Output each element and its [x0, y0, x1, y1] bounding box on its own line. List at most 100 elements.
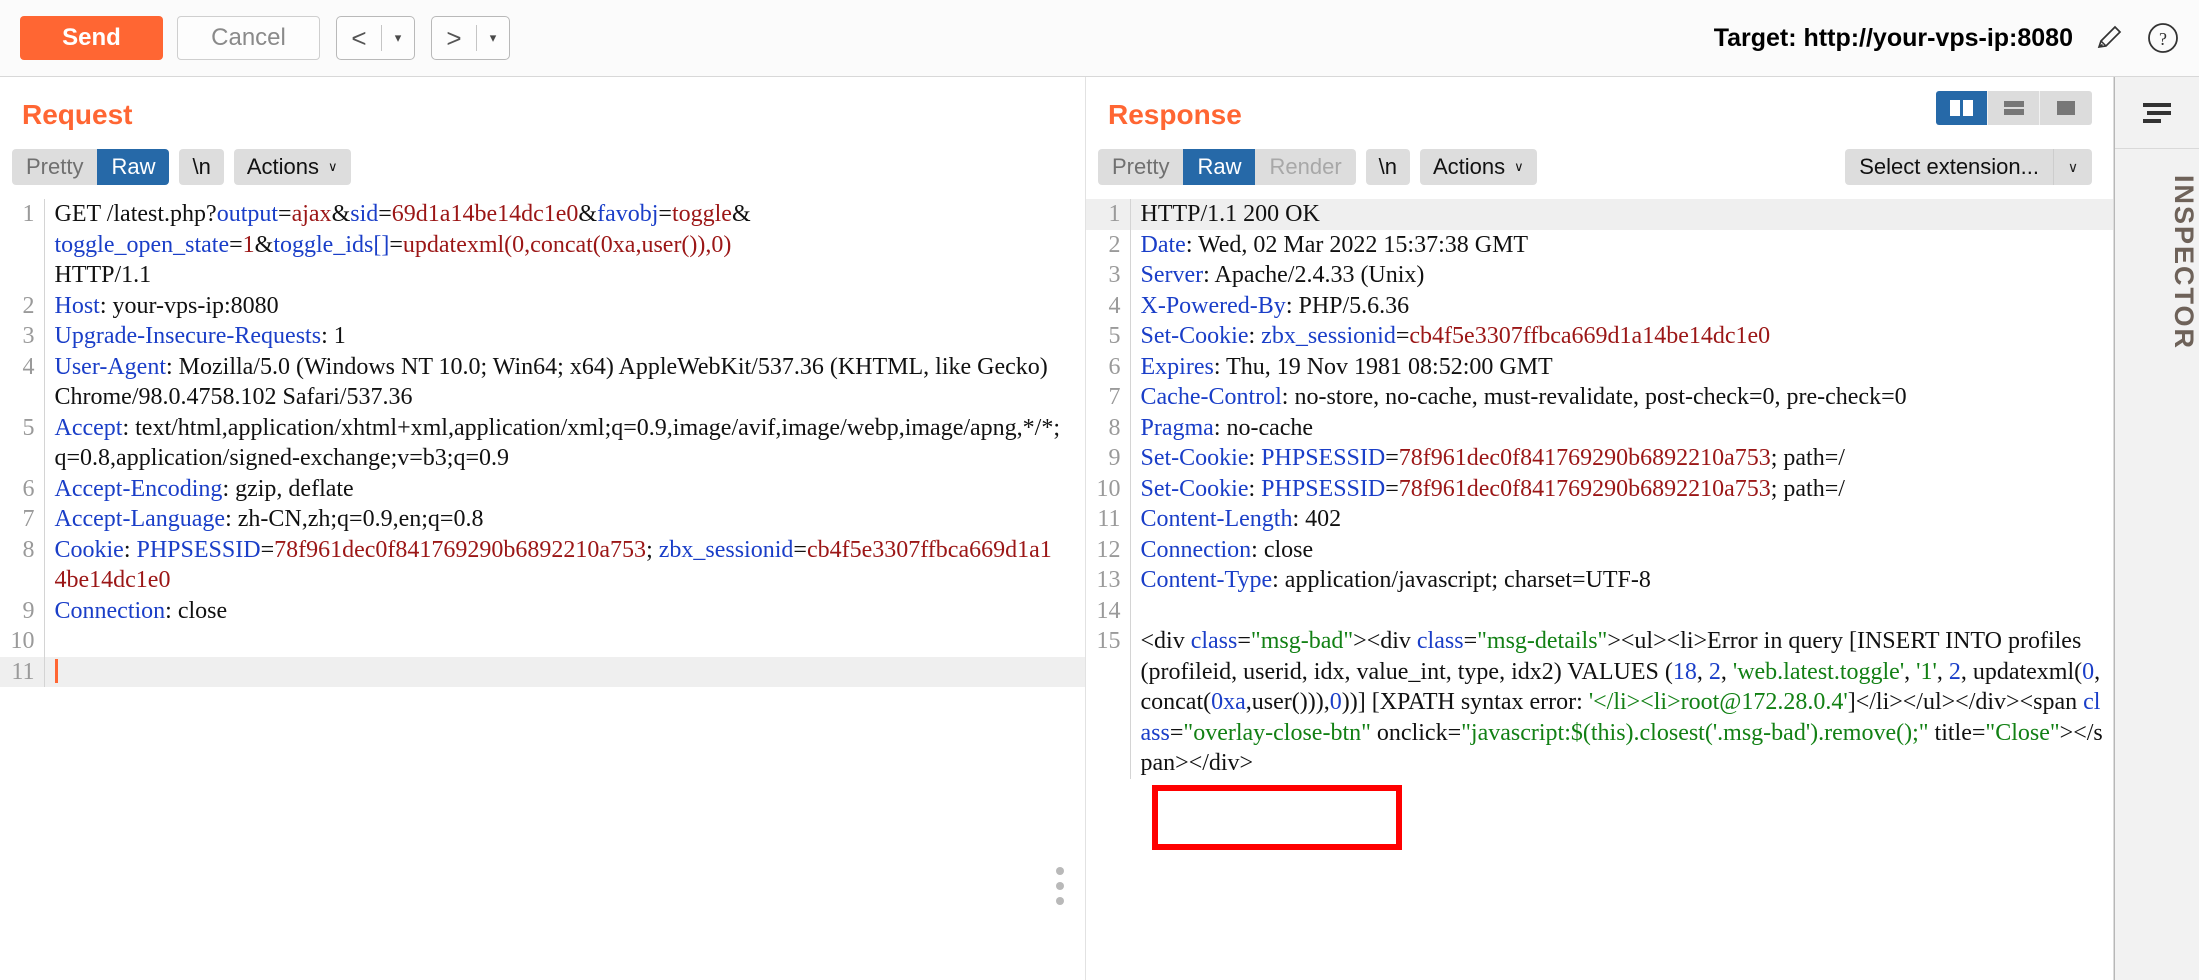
table-row[interactable]: 9 Connection: close [0, 595, 1085, 626]
line-number: 3 [0, 321, 45, 352]
table-row[interactable]: 7 Accept-Language: zh-CN,zh;q=0.9,en;q=0… [0, 504, 1085, 535]
cancel-button[interactable]: Cancel [177, 16, 320, 60]
table-row[interactable]: 15 <div class="msg-bad"><div class="msg-… [1086, 626, 2114, 779]
chevron-down-icon: ∨ [328, 159, 338, 174]
code-line[interactable]: Connection: close [1140, 536, 1314, 563]
code-line[interactable] [44, 626, 1085, 657]
next-request-icon[interactable]: > [446, 22, 462, 53]
code-line[interactable]: X-Powered-By: PHP/5.6.36 [1140, 292, 1410, 319]
tab-response-pretty[interactable]: Pretty [1098, 149, 1184, 185]
table-row[interactable]: 5 Set-Cookie: zbx_sessionid=cb4f5e3307ff… [1086, 321, 2114, 352]
request-title: Request [22, 99, 133, 130]
response-editor[interactable]: 1 HTTP/1.1 200 OK 2 Date: Wed, 02 Mar 20… [1086, 199, 2114, 980]
table-row[interactable]: 10 [0, 626, 1085, 657]
pencil-icon[interactable] [2091, 20, 2127, 56]
next-request-split-button[interactable]: > ▾ [431, 16, 510, 60]
request-actions-button[interactable]: Actions ∨ [233, 149, 351, 185]
tab-request-raw[interactable]: Raw [97, 149, 170, 185]
table-row[interactable]: 2 Date: Wed, 02 Mar 2022 15:37:38 GMT [1086, 229, 2114, 260]
code-line[interactable]: Set-Cookie: PHPSESSID=78f961dec0f8417692… [1140, 445, 1845, 471]
code-line[interactable]: Date: Wed, 02 Mar 2022 15:37:38 GMT [1140, 231, 1529, 258]
select-extension-dropdown[interactable]: Select extension... ∨ [1845, 149, 2092, 185]
code-line[interactable]: Accept-Encoding: gzip, deflate [54, 475, 354, 502]
code-line[interactable]: Cache-Control: no-store, no-cache, must-… [1140, 384, 1907, 410]
lines-icon[interactable] [2115, 77, 2199, 149]
code-line[interactable]: User-Agent: Mozilla/5.0 (Windows NT 10.0… [54, 353, 1054, 411]
table-row[interactable]: 3 Upgrade-Insecure-Requests: 1 [0, 321, 1085, 352]
line-number: 15 [1086, 626, 1131, 779]
previous-request-icon[interactable]: < [351, 22, 367, 53]
inspector-label: INSPECTOR [2169, 175, 2199, 351]
previous-request-dropdown-icon[interactable]: ▾ [394, 30, 402, 45]
split-divider [381, 25, 382, 51]
line-number: 4 [0, 351, 45, 413]
tab-response-raw[interactable]: Raw [1183, 149, 1256, 185]
table-row[interactable]: 1 GET /latest.php?output=ajax&sid=69d1a1… [0, 199, 1085, 291]
response-newline-toggle[interactable]: \n [1365, 149, 1410, 185]
pane-resize-handle[interactable] [1056, 867, 1064, 905]
code-line[interactable]: Connection: close [54, 597, 228, 624]
tab-response-render[interactable]: Render [1255, 149, 1356, 185]
code-line[interactable]: Content-Type: application/javascript; ch… [1140, 567, 1651, 593]
table-row[interactable]: 4 X-Powered-By: PHP/5.6.36 [1086, 290, 2114, 321]
request-newline-toggle[interactable]: \n [179, 149, 224, 185]
table-row[interactable]: 11 [0, 656, 1085, 687]
stacked-view-icon[interactable] [1988, 91, 2040, 125]
code-line[interactable]: Server: Apache/2.4.33 (Unix) [1140, 262, 1425, 288]
previous-request-split-button[interactable]: < ▾ [336, 16, 415, 60]
table-row[interactable]: 12 Connection: close [1086, 534, 2114, 565]
text-cursor [54, 658, 58, 683]
table-row[interactable]: 6 Accept-Encoding: gzip, deflate [0, 473, 1085, 504]
table-row[interactable]: 8 Pragma: no-cache [1086, 412, 2114, 443]
code-line[interactable]: Upgrade-Insecure-Requests: 1 [54, 323, 346, 349]
code-line[interactable]: Set-Cookie: zbx_sessionid=cb4f5e3307ffbc… [1140, 323, 1771, 349]
split-divider [476, 25, 477, 51]
request-editor[interactable]: 1 GET /latest.php?output=ajax&sid=69d1a1… [0, 199, 1085, 980]
line-number: 11 [0, 656, 45, 687]
handle-dot [1056, 897, 1064, 905]
table-row[interactable]: 3 Server: Apache/2.4.33 (Unix) [1086, 260, 2114, 291]
table-row[interactable]: 8 Cookie: PHPSESSID=78f961dec0f841769290… [0, 534, 1085, 596]
code-line[interactable]: Content-Length: 402 [1140, 506, 1342, 532]
single-view-icon[interactable] [2040, 91, 2092, 125]
line-number: 9 [1086, 443, 1131, 474]
question-icon[interactable]: ? [2145, 20, 2181, 56]
send-button[interactable]: Send [20, 16, 163, 60]
tab-request-pretty[interactable]: Pretty [12, 149, 98, 185]
inspector-rail[interactable]: INSPECTOR [2114, 77, 2199, 980]
side-by-side-view-icon[interactable] [1936, 91, 1988, 125]
line-number: 11 [1086, 504, 1131, 535]
code-line[interactable]: Pragma: no-cache [1140, 414, 1314, 441]
table-row[interactable]: 4 User-Agent: Mozilla/5.0 (Windows NT 10… [0, 351, 1085, 413]
line-number: 13 [1086, 565, 1131, 596]
response-actions-button[interactable]: Actions ∨ [1420, 149, 1537, 185]
code-line-active[interactable] [44, 656, 1085, 687]
code-line[interactable]: Expires: Thu, 19 Nov 1981 08:52:00 GMT [1140, 353, 1553, 380]
code-line[interactable]: Accept-Language: zh-CN,zh;q=0.9,en;q=0.8 [54, 506, 484, 532]
response-code-table: 1 HTTP/1.1 200 OK 2 Date: Wed, 02 Mar 20… [1086, 199, 2114, 779]
table-row[interactable]: 10 Set-Cookie: PHPSESSID=78f961dec0f8417… [1086, 473, 2114, 504]
code-line[interactable]: HTTP/1.1 200 OK [1130, 199, 2114, 230]
table-row[interactable]: 7 Cache-Control: no-store, no-cache, mus… [1086, 382, 2114, 413]
table-row[interactable]: 11 Content-Length: 402 [1086, 504, 2114, 535]
next-request-dropdown-icon[interactable]: ▾ [489, 30, 497, 45]
table-row[interactable]: 5 Accept: text/html,application/xhtml+xm… [0, 412, 1085, 474]
code-line[interactable]: Host: your-vps-ip:8080 [54, 292, 279, 319]
table-row[interactable]: 13 Content-Type: application/javascript;… [1086, 565, 2114, 596]
code-line[interactable]: Cookie: PHPSESSID=78f961dec0f841769290b6… [54, 536, 1052, 594]
code-line-body[interactable]: <div class="msg-bad"><div class="msg-det… [1140, 628, 2103, 776]
table-row[interactable]: 14 [1086, 595, 2114, 627]
table-row[interactable]: 2 Host: your-vps-ip:8080 [0, 290, 1085, 321]
code-line[interactable]: Set-Cookie: PHPSESSID=78f961dec0f8417692… [1140, 475, 1845, 502]
code-line[interactable] [1130, 596, 2114, 627]
request-actions-label: Actions [246, 154, 319, 179]
code-line[interactable]: GET /latest.php?output=ajax&sid=69d1a14b… [54, 201, 751, 288]
editor-panes: Request Pretty Raw \n Actions ∨ 1 GET /l… [0, 77, 2199, 980]
table-row[interactable]: 6 Expires: Thu, 19 Nov 1981 08:52:00 GMT [1086, 351, 2114, 382]
line-number: 3 [1086, 260, 1131, 291]
table-row[interactable]: 1 HTTP/1.1 200 OK [1086, 199, 2114, 230]
table-row[interactable]: 9 Set-Cookie: PHPSESSID=78f961dec0f84176… [1086, 443, 2114, 474]
code-line[interactable]: Accept: text/html,application/xhtml+xml,… [54, 414, 1061, 472]
response-view-segmented: Pretty Raw Render [1098, 149, 1356, 185]
line-number: 8 [0, 534, 45, 596]
